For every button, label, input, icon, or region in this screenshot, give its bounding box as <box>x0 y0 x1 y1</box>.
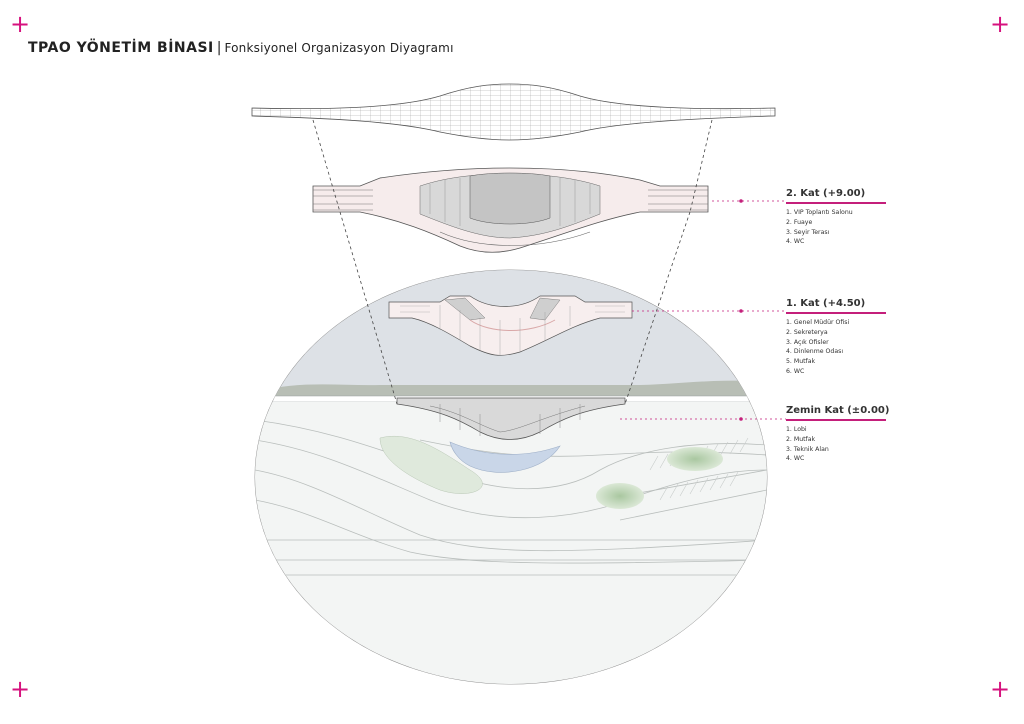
ground-plane <box>255 402 767 684</box>
legend-item: 3. Teknik Alan <box>786 445 829 453</box>
legend-heading: Zemin Kat (±0.00) <box>786 405 889 421</box>
legend-item: 1. VIP Toplantı Salonu <box>786 209 853 216</box>
legend-item: 1. Lobi <box>786 426 807 433</box>
legend-item: 4. WC <box>786 238 805 246</box>
legend-heading: 2. Kat (+9.00) <box>786 188 886 204</box>
crop-mark-bottom-right: + <box>989 675 1011 703</box>
legend-item: 4. Dinlenme Odası <box>786 348 844 356</box>
second-floor-plate <box>312 167 709 253</box>
crop-mark-top-right: + <box>989 10 1011 38</box>
landscape-strip <box>379 435 483 494</box>
legend-item: 5. Mutfak <box>786 358 816 366</box>
diagram-subtitle: Fonksiyonel Organizasyon Diyagramı <box>224 41 454 55</box>
legend-item: 3. Seyir Terası <box>786 228 830 236</box>
legend-item: 3. Açık Ofisler <box>786 338 829 346</box>
legend-item: 2. Mutfak <box>786 435 816 443</box>
tree-line <box>255 380 767 398</box>
legend-item: 2. Fuaye <box>786 218 813 226</box>
page-title: TPAO YÖNETİM BİNASI|Fonksiyonel Organiza… <box>28 40 454 56</box>
leader-lines <box>620 200 786 420</box>
legend-list: 1. Lobi 2. Mutfak 3. Teknik Alan 4. WC <box>786 425 886 464</box>
green-island-2 <box>596 483 644 509</box>
legend-item: 2. Sekreterya <box>786 328 828 336</box>
first-floor-plate <box>388 295 633 356</box>
legend-floor-2: 2. Kat (+9.00) 1. VIP Toplantı Salonu 2.… <box>786 188 886 247</box>
legend-floor-1: 1. Kat (+4.50) 1. Genel Müdür Ofisi 2. S… <box>786 298 886 377</box>
legend-list: 1. Genel Müdür Ofisi 2. Sekreterya 3. Aç… <box>786 318 886 377</box>
legend-list: 1. VIP Toplantı Salonu 2. Fuaye 3. Seyir… <box>786 208 886 247</box>
leader-dots <box>739 199 743 421</box>
water-pond <box>449 441 561 473</box>
crop-mark-top-left: + <box>9 10 31 38</box>
site-roads <box>255 419 767 576</box>
legend-item: 4. WC <box>786 455 805 463</box>
title-separator: | <box>216 40 222 56</box>
roof-shell <box>251 83 776 141</box>
legend-heading: 1. Kat (+4.50) <box>786 298 886 314</box>
ground-floor-plate <box>396 397 626 440</box>
legend-ground-floor: Zemin Kat (±0.00) 1. Lobi 2. Mutfak 3. T… <box>786 405 889 464</box>
crop-mark-bottom-left: + <box>9 675 31 703</box>
legend-item: 6. WC <box>786 367 805 375</box>
legend-item: 1. Genel Müdür Ofisi <box>786 319 850 326</box>
building-name: TPAO YÖNETİM BİNASI <box>28 40 214 56</box>
green-island-1 <box>667 447 723 471</box>
projection-lines <box>312 119 713 405</box>
